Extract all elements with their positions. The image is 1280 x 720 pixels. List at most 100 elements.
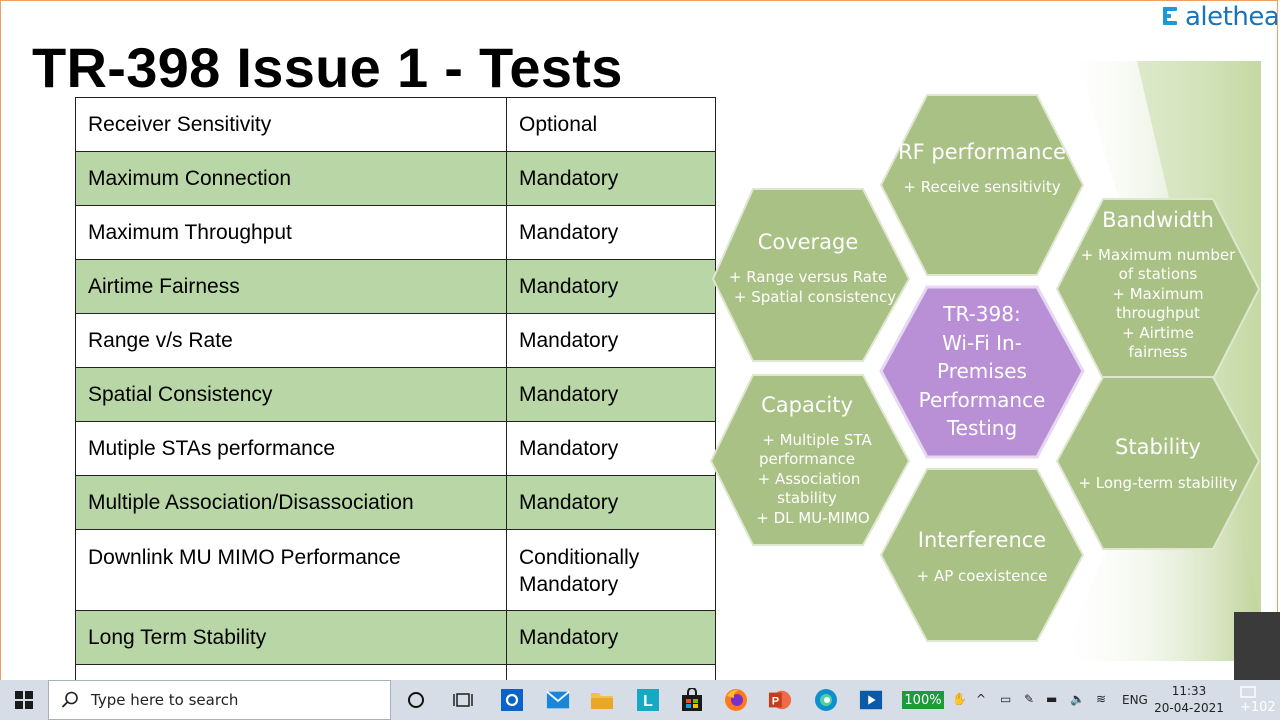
center-line: TR-398:: [942, 302, 1020, 326]
hand-icon[interactable]: ✋: [952, 692, 967, 706]
display-icon[interactable]: ▭: [1000, 692, 1012, 706]
test-name-cell: Long Term Stability: [75, 610, 507, 665]
hex-item: stability: [777, 489, 837, 507]
notification-count: +102: [1240, 700, 1276, 715]
l-app-icon[interactable]: L: [636, 688, 660, 712]
hex-capacity: Capacity + Multiple STA performance + As…: [709, 374, 911, 546]
hex-item: + Association: [758, 470, 861, 488]
powerpoint-icon[interactable]: P: [768, 688, 792, 712]
edge-icon[interactable]: [814, 688, 838, 712]
center-line: Premises: [937, 359, 1027, 383]
windows-logo-icon: [15, 691, 33, 709]
test-name-cell: Airtime Fairness: [75, 259, 507, 314]
status-cell: Mandatory: [506, 421, 716, 476]
svg-text:L: L: [643, 693, 653, 710]
table-row: Range v/s Rate Mandatory: [75, 313, 716, 368]
media-app-icon[interactable]: [859, 688, 883, 712]
battery-icon[interactable]: ▬: [1046, 692, 1058, 706]
hex-interference: Interference + AP coexistence: [879, 468, 1085, 642]
test-name-cell: Range v/s Rate: [75, 313, 507, 368]
taskbar-search-box[interactable]: Type here to search: [48, 680, 391, 720]
hex-bandwidth: Bandwidth + Maximum number of stations +…: [1055, 198, 1261, 380]
task-view-icon[interactable]: [451, 688, 475, 712]
mail-icon[interactable]: [546, 688, 570, 712]
hex-item: + Maximum number: [1081, 246, 1236, 264]
empty-cell: [75, 664, 507, 680]
hex-title: Capacity: [761, 393, 853, 417]
background-decoration: [1137, 61, 1261, 621]
hex-item: + Receive sensitivity: [903, 178, 1060, 196]
search-placeholder: Type here to search: [91, 691, 239, 709]
status-cell: Mandatory: [506, 313, 716, 368]
table-row: Downlink MU MIMO Performance Conditional…: [75, 529, 716, 611]
status-cell: Mandatory: [506, 151, 716, 206]
test-name-cell: Spatial Consistency: [75, 367, 507, 422]
tr398-hexagon-diagram: RF performance + Receive sensitivity Ban…: [709, 61, 1261, 661]
logo-text: alethea: [1185, 2, 1278, 32]
test-name-cell: Mutiple STAs performance: [75, 421, 507, 476]
tests-table: Receiver Sensitivity Optional Maximum Co…: [75, 97, 716, 680]
cortana-circle-icon[interactable]: [404, 688, 428, 712]
status-cell: Conditionally Mandatory: [506, 529, 716, 611]
notification-button[interactable]: +102: [1236, 686, 1276, 718]
center-line: Wi-Fi In-: [942, 331, 1022, 355]
windows-taskbar: Type here to search L P 100% ✋ ^ ▭ ✎ ▬ 🔈…: [0, 680, 1280, 720]
hex-coverage: Coverage + Range versus Rate + Spatial c…: [711, 188, 911, 362]
hex-item: of stations: [1119, 265, 1198, 283]
status-cell: Optional: [506, 97, 716, 152]
table-row: Airtime Fairness Mandatory: [75, 259, 716, 314]
logo-mark-icon: [1163, 5, 1183, 29]
table-row: [75, 664, 716, 680]
status-cell: Mandatory: [506, 259, 716, 314]
status-cell: Mandatory: [506, 610, 716, 665]
table-row: Maximum Connection Mandatory: [75, 151, 716, 206]
hex-item: + Airtime: [1122, 324, 1194, 342]
table-row: Multiple Association/Disassociation Mand…: [75, 475, 716, 530]
start-button[interactable]: [0, 680, 48, 720]
hex-item: + DL MU-MIMO: [756, 509, 869, 527]
hex-center-tr398: TR-398: Wi-Fi In- Premises Performance T…: [879, 285, 1085, 459]
test-name-cell: Receiver Sensitivity: [75, 97, 507, 152]
hex-stability: Stability + Long-term stability: [1055, 376, 1261, 550]
test-name-cell: Downlink MU MIMO Performance: [75, 529, 507, 611]
clock[interactable]: 11:33 20-04-2021: [1150, 683, 1228, 717]
table-row: Receiver Sensitivity Optional: [75, 97, 716, 152]
hex-item: + Maximum: [1112, 285, 1203, 303]
center-line: Testing: [946, 416, 1017, 440]
outlook-icon[interactable]: [500, 688, 524, 712]
hex-title: Coverage: [758, 230, 859, 254]
hex-item: + Range versus Rate: [729, 268, 887, 286]
svg-text:P: P: [772, 696, 779, 708]
center-line: Performance: [919, 388, 1046, 412]
table-row: Maximum Throughput Mandatory: [75, 205, 716, 260]
clock-date: 20-04-2021: [1154, 701, 1224, 715]
empty-cell: [506, 664, 716, 680]
test-name-cell: Maximum Connection: [75, 151, 507, 206]
hex-title: Interference: [918, 528, 1046, 552]
pen-icon[interactable]: ✎: [1024, 692, 1035, 706]
table-row: Spatial Consistency Mandatory: [75, 367, 716, 422]
status-cell: Mandatory: [506, 475, 716, 530]
hex-item: performance: [759, 450, 855, 468]
store-icon[interactable]: [680, 688, 704, 712]
zoom-level-badge[interactable]: 100%: [902, 691, 944, 709]
hex-title: RF performance: [898, 140, 1066, 164]
hex-item: fairness: [1129, 343, 1188, 361]
search-icon: [61, 691, 78, 708]
test-name-cell: Maximum Throughput: [75, 205, 507, 260]
hex-rf-performance: RF performance + Receive sensitivity: [879, 94, 1085, 276]
notification-icon: [1240, 686, 1256, 698]
hex-item: throughput: [1116, 304, 1200, 322]
firefox-icon[interactable]: [724, 688, 748, 712]
table-row: Long Term Stability Mandatory: [75, 610, 716, 665]
wifi-icon[interactable]: ≋: [1096, 692, 1107, 706]
volume-icon[interactable]: 🔈: [1070, 692, 1085, 706]
language-indicator[interactable]: ENG: [1122, 693, 1148, 707]
clock-time: 11:33: [1171, 684, 1207, 698]
hex-item: + Multiple STA: [762, 431, 872, 449]
status-cell: Mandatory: [506, 367, 716, 422]
hex-item: + AP coexistence: [917, 567, 1048, 585]
alethea-logo: alethea: [1163, 2, 1278, 32]
file-explorer-icon[interactable]: [590, 688, 614, 712]
chevron-up-icon[interactable]: ^: [976, 692, 987, 706]
